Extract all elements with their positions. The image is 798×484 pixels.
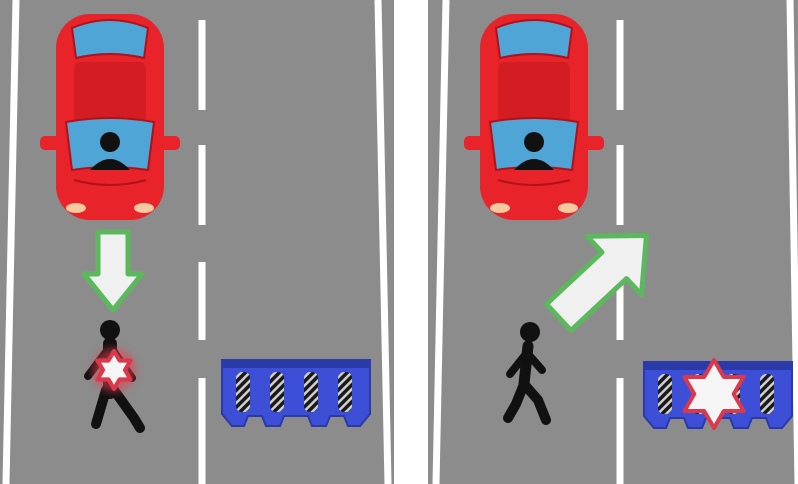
right-panel [428,0,798,484]
left-panel [0,0,394,484]
right-red-car [464,14,604,220]
left-barrier [222,360,370,426]
panel-separator [394,0,428,484]
left-collision-star [92,348,136,392]
left-red-car [40,14,180,220]
